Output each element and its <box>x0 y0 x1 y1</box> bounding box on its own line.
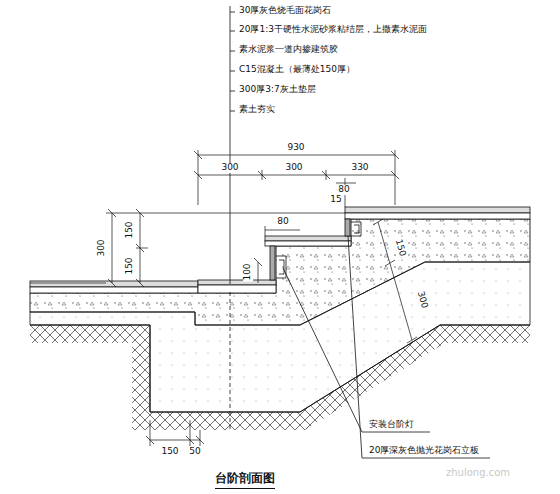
dimension: 300 <box>220 163 239 173</box>
riser-plate <box>270 246 275 280</box>
mortar-bed <box>265 241 351 246</box>
dimension: 150 <box>125 256 135 275</box>
dimension: 300 <box>97 238 107 257</box>
callout-note: 20厚深灰色抛光花岗石立板 <box>368 446 480 456</box>
dimension: 15 <box>329 195 342 205</box>
callout-leader <box>348 236 490 458</box>
dimension: 300 <box>284 163 303 173</box>
dim-small <box>265 226 300 236</box>
mortar-bed <box>198 285 276 293</box>
dimension: 930 <box>286 143 305 153</box>
leader-lines <box>230 6 490 458</box>
dimension: 150 <box>160 447 179 457</box>
dim-left <box>30 209 345 287</box>
riser-plate <box>345 219 350 236</box>
leader-ticks <box>230 12 235 111</box>
granite-layers <box>30 207 530 293</box>
dimension: 80 <box>337 185 350 195</box>
dimension: 50 <box>188 447 201 457</box>
tread-stone <box>265 236 351 241</box>
tread-stone <box>198 280 276 285</box>
section-line <box>230 292 231 430</box>
mortar-bed <box>345 213 530 219</box>
dimension-lines <box>30 150 417 446</box>
watermark: zhulong.com <box>445 467 511 478</box>
dim-bottom <box>146 420 204 446</box>
dim-ticks <box>194 151 399 179</box>
step-light <box>351 222 361 236</box>
material-note: C15混凝土（最薄处150厚） <box>238 65 356 75</box>
material-note: 素土夯实 <box>238 105 276 115</box>
callout-leader <box>283 268 430 432</box>
dimension: 150 <box>125 220 135 239</box>
dimension: 100 <box>243 262 253 281</box>
drawing-title: 台阶剖面图 <box>215 470 275 489</box>
dimension: 80 <box>276 217 289 227</box>
material-leader <box>230 6 231 284</box>
dim-riser <box>254 258 262 283</box>
callout-note: 安装台阶灯 <box>368 420 415 430</box>
tread-stone <box>345 207 530 213</box>
paving-stone <box>30 281 198 287</box>
material-note: 20厚1:3干硬性水泥砂浆粘结层，上撒素水泥面 <box>238 25 428 35</box>
material-note: 30厚灰色烧毛面花岗石 <box>238 6 332 16</box>
material-note: 300厚3:7灰土垫层 <box>238 85 317 95</box>
concrete-layer <box>30 219 530 325</box>
mortar-bed <box>30 287 198 293</box>
dim-top <box>198 150 395 205</box>
step-light <box>276 256 286 278</box>
dim-slope <box>373 219 417 343</box>
material-note: 素水泥浆一道内掺建筑胶 <box>238 45 339 55</box>
dimension: 330 <box>350 163 369 173</box>
